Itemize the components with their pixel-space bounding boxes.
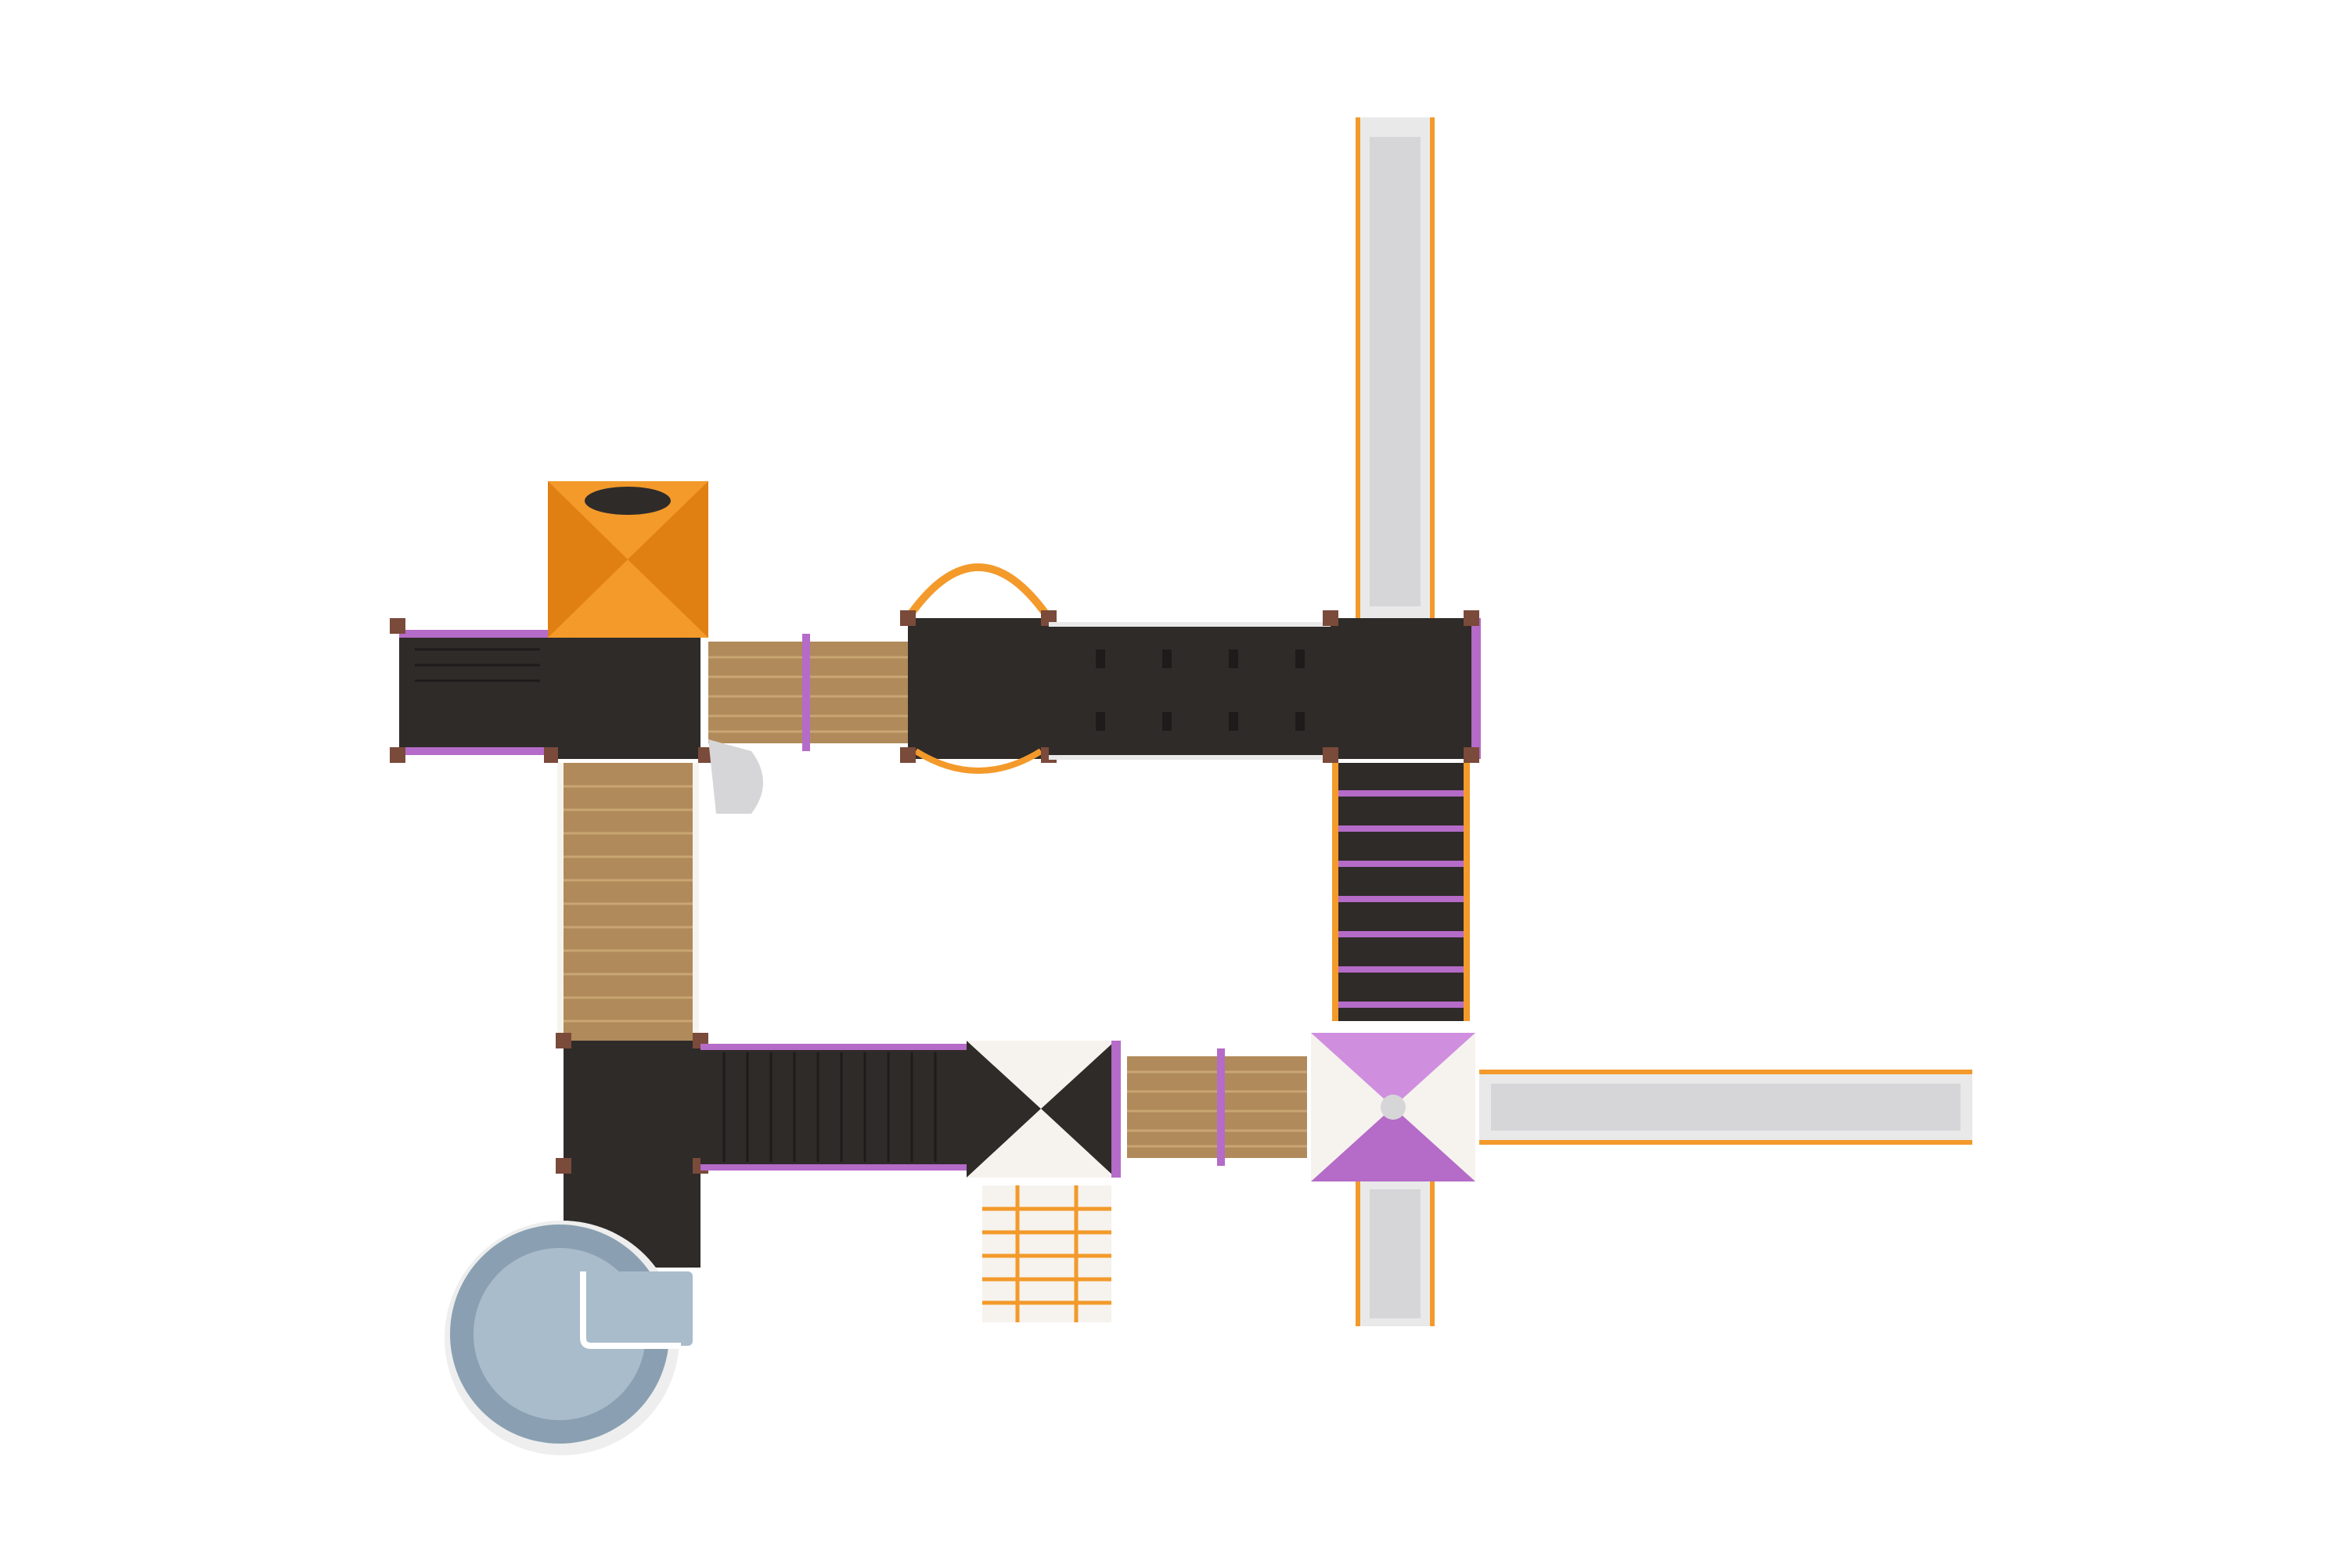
straight-slide-north xyxy=(1356,117,1435,618)
wooden-bridge xyxy=(708,634,912,751)
arched-tower xyxy=(900,563,1057,774)
wave-slide-small xyxy=(708,739,763,814)
straight-slide-south xyxy=(1356,1181,1435,1326)
purple-roof-tower xyxy=(1311,1033,1475,1181)
west-platform xyxy=(390,618,556,763)
stairs xyxy=(1332,763,1470,1021)
climbing-net xyxy=(982,1185,1111,1322)
south-center-tower xyxy=(967,1041,1121,1178)
corner-tower xyxy=(1323,610,1481,763)
straight-slide-east xyxy=(1479,1070,1972,1145)
spiral-slide xyxy=(445,1221,693,1455)
south-stair-bridge xyxy=(700,1044,967,1171)
north-deck-walkway xyxy=(1049,622,1331,760)
west-wooden-walkway xyxy=(557,763,699,1041)
orange-roof-tower xyxy=(544,481,712,763)
south-east-wooden-bridge xyxy=(1127,1048,1307,1166)
